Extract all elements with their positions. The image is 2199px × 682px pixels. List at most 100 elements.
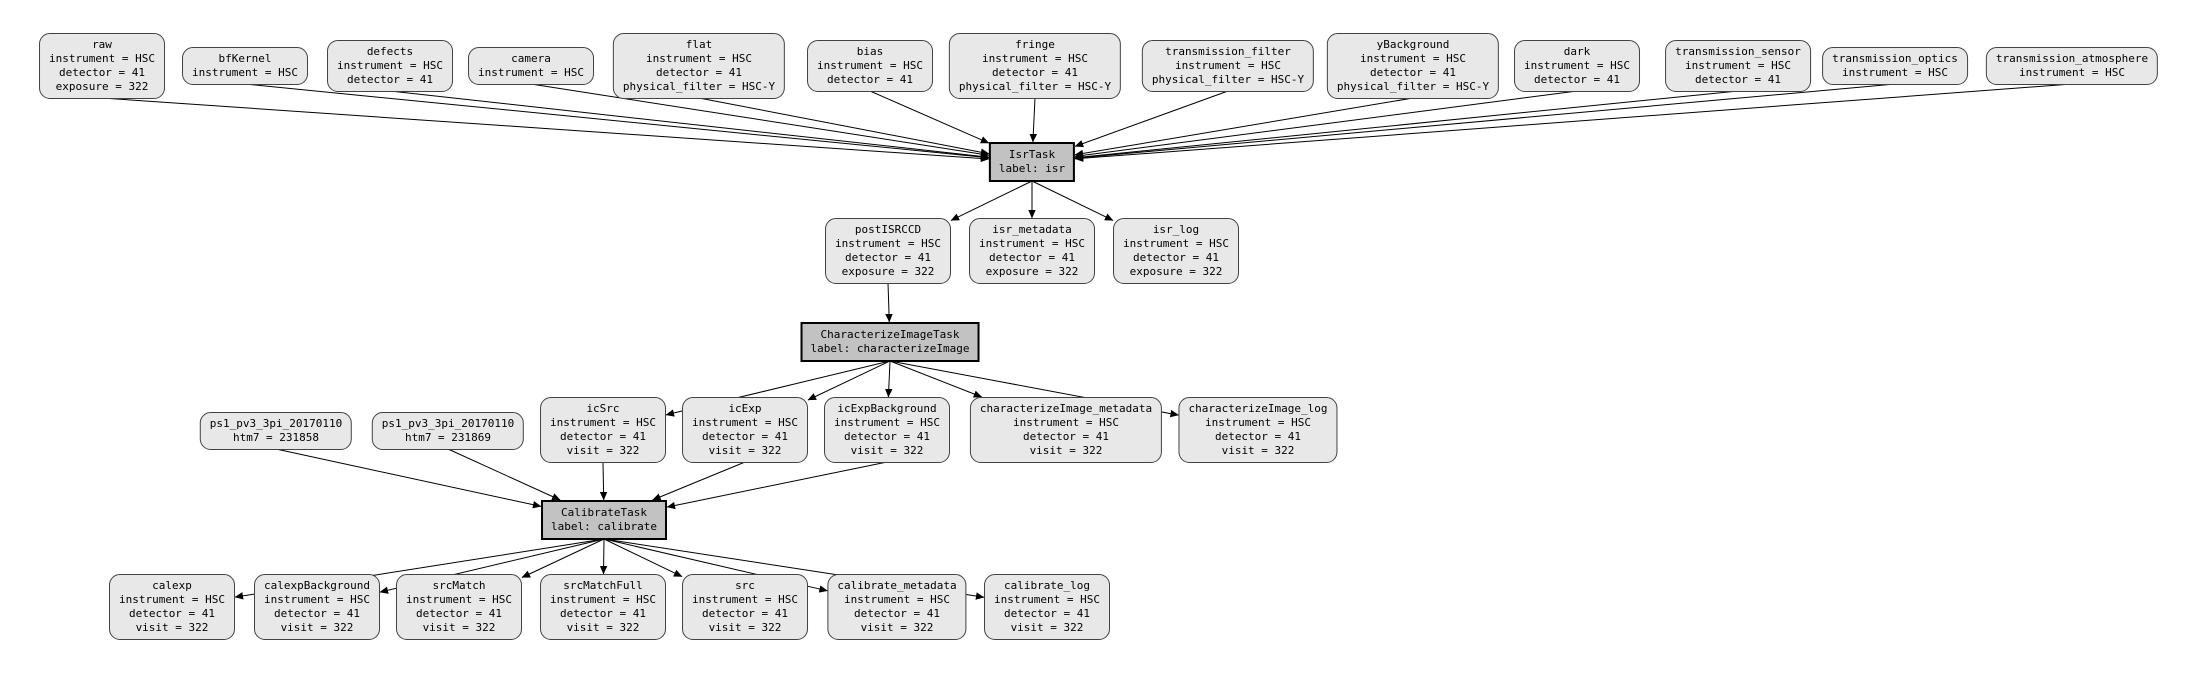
node-label-line: detector = 41	[559, 430, 647, 443]
node-label-line: detector = 41	[415, 607, 503, 620]
node-label-line: characterizeImage_metadata	[979, 402, 1153, 415]
edge-flat-to-isr	[698, 97, 990, 156]
node-label-line: visit = 322	[135, 621, 209, 634]
edge-characterizeImage-to-characterizeImage_metadata	[889, 360, 983, 398]
node-label-line: isr_log	[1152, 223, 1200, 236]
node-label-line: instrument = HSC	[1013, 416, 1119, 429]
edge-bias-to-isr	[869, 90, 990, 144]
node-label-line: detector = 41	[853, 607, 941, 620]
node-label-line: srcMatchFull	[563, 579, 643, 592]
node-label-line: detector = 41	[1214, 430, 1302, 443]
node-label-line: instrument = HSC	[979, 237, 1085, 250]
edge-raw-to-isr	[101, 97, 990, 163]
node-label-line: instrument = HSC	[1205, 416, 1311, 429]
node-label-line: bfKernel	[218, 52, 272, 65]
node-label-line: detector = 41	[58, 66, 146, 79]
edge-bfKernel-to-isr	[244, 83, 990, 161]
edge-isr-to-postISRCCD	[950, 180, 1033, 221]
node-label-line: instrument = HSC	[192, 66, 298, 79]
node-label-line: exposure = 322	[55, 80, 149, 93]
node-label-line: instrument = HSC	[1123, 237, 1229, 250]
node-label-line: htm7 = 231869	[404, 431, 492, 444]
node-label-line: physical_filter = HSC-Y	[958, 80, 1112, 93]
node-label-line: label: characterizeImage	[810, 342, 970, 355]
edge-transmission_sensor-to-isr	[1074, 90, 1739, 161]
node-label-line: visit = 322	[850, 444, 924, 457]
node-label-line: instrument = HSC	[646, 52, 752, 65]
node-label-line: detector = 41	[1694, 73, 1782, 86]
node-label-line: instrument = HSC	[834, 416, 940, 429]
node-label-line: transmission_filter	[1165, 45, 1291, 58]
node-label-line: dark	[1563, 45, 1591, 58]
edge-fringe-to-isr	[1029, 97, 1038, 143]
node-label-line: characterizeImage_log	[1188, 402, 1328, 415]
node-label-line: instrument = HSC	[406, 593, 512, 606]
node-label-line: transmission_atmosphere	[1995, 52, 2149, 65]
node-label-line: flat	[685, 38, 713, 51]
edge-isr-to-isr_log	[1031, 180, 1114, 221]
node-label-line: ps1_pv3_3pi_20170110	[381, 417, 515, 430]
node-label-line: srcMatch	[432, 579, 486, 592]
node-label-line: htm7 = 231858	[232, 431, 320, 444]
node-label-line: physical_filter = HSC-Y	[622, 80, 776, 93]
node-label-line: fringe	[1015, 38, 1055, 51]
node-label-line: instrument = HSC	[835, 237, 941, 250]
node-label-line: isr_metadata	[992, 223, 1072, 236]
node-label-line: visit = 322	[708, 444, 782, 457]
node-label-line: detector = 41	[701, 607, 789, 620]
node-label-line: exposure = 322	[985, 265, 1079, 278]
node-label-line: yBackground	[1376, 38, 1450, 51]
node-label-line: detector = 41	[655, 66, 743, 79]
node-label-line: raw	[92, 38, 112, 51]
edge-calibrate-to-srcMatchFull	[599, 538, 608, 575]
node-label-line: physical_filter = HSC-Y	[1151, 73, 1305, 86]
edge-calibrate-to-src	[603, 538, 683, 578]
node-label-line: visit = 322	[280, 621, 354, 634]
node-label-line: detector = 41	[1003, 607, 1091, 620]
node-label-line: IsrTask	[1008, 148, 1056, 161]
node-label-line: postISRCCD	[854, 223, 922, 236]
node-label-line: detector = 41	[128, 607, 216, 620]
edge-ps1_231869-to-calibrate	[447, 448, 561, 501]
node-label-line: detector = 41	[273, 607, 361, 620]
node-label-line: instrument = HSC	[2019, 66, 2125, 79]
node-label-line: label: calibrate	[551, 520, 657, 533]
node-label-line: physical_filter = HSC-Y	[1336, 80, 1490, 93]
node-label-line: instrument = HSC	[550, 416, 656, 429]
node-label-line: visit = 322	[708, 621, 782, 634]
node-label-line: instrument = HSC	[692, 593, 798, 606]
edge-transmission_atmosphere-to-isr	[1074, 83, 2073, 162]
edge-calibrate-to-srcMatch	[521, 538, 605, 578]
node-label-line: instrument = HSC	[1524, 59, 1630, 72]
node-label-line: instrument = HSC	[982, 52, 1088, 65]
node-label-line: detector = 41	[1132, 251, 1220, 264]
node-label-line: instrument = HSC	[1175, 59, 1281, 72]
node-label-line: detector = 41	[701, 430, 789, 443]
node-label-line: camera	[511, 52, 551, 65]
